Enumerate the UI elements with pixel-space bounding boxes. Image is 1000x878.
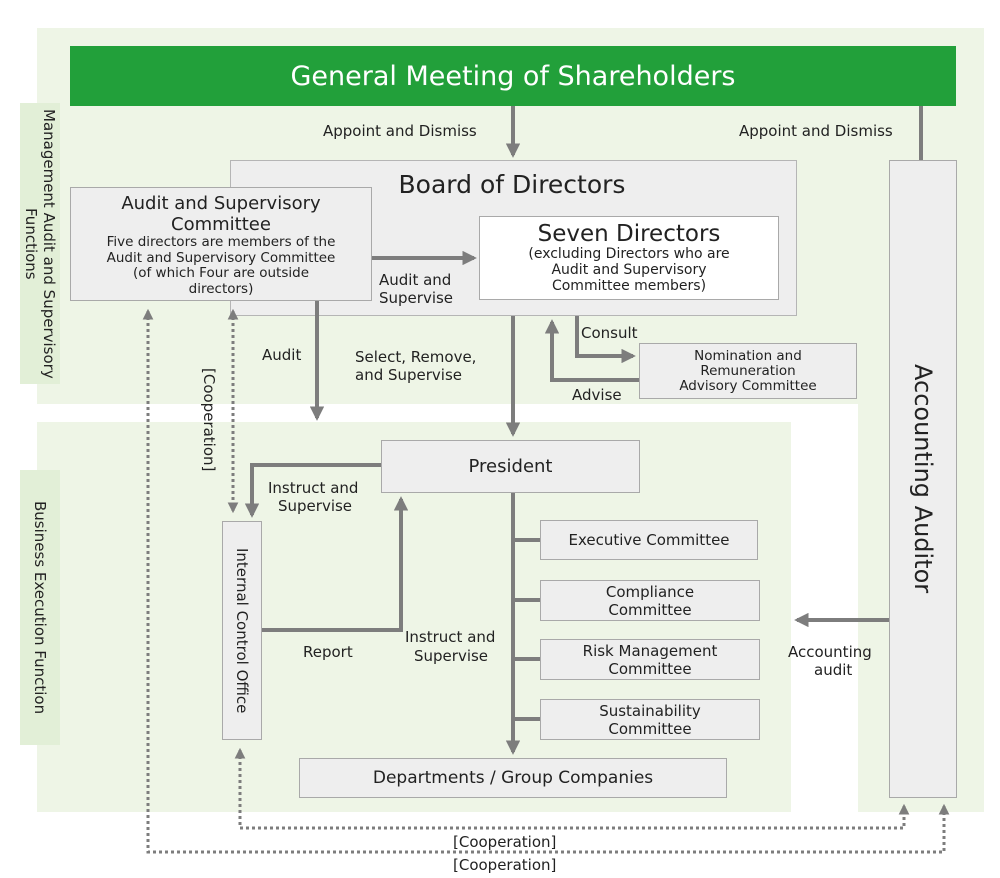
side-label-management: Management Audit and Supervisory Functio… — [20, 103, 60, 384]
cooperation-line-2 — [142, 308, 950, 854]
audit-committee-desc-4: directors) — [188, 280, 254, 297]
label-cooperation-vertical: [Cooperation] — [200, 368, 218, 472]
label-cooperation-2: [Cooperation] — [453, 856, 557, 874]
label-consult: Consult — [581, 324, 638, 342]
general-meeting-title: General Meeting of Shareholders — [290, 60, 736, 92]
label-audit-supervise-2: Supervise — [379, 289, 454, 307]
label-appoint-left: Appoint and Dismiss — [323, 122, 477, 140]
label-report: Report — [303, 643, 353, 661]
audit-committee-desc-3: (of which Four are outside — [132, 265, 310, 281]
label-audit: Audit — [262, 346, 302, 364]
cooperation-line-1 — [234, 747, 910, 830]
label-advise: Advise — [572, 386, 622, 404]
label-instruct-mid-2: Supervise — [414, 647, 489, 665]
audit-supervisory-committee-box: Audit and Supervisory Committee Five dir… — [70, 187, 372, 301]
seven-directors-desc-2: Audit and Supervisory — [551, 262, 707, 278]
side-label-business: Business Execution Function — [20, 470, 60, 745]
audit-committee-title-1: Audit and Supervisory — [121, 193, 321, 214]
label-select-remove-2: and Supervise — [355, 366, 463, 384]
seven-directors-box: Seven Directors (excluding Directors who… — [479, 216, 779, 300]
label-appoint-right: Appoint and Dismiss — [739, 122, 893, 140]
label-cooperation-1: [Cooperation] — [453, 833, 557, 851]
audit-committee-desc-2: Audit and Supervisory Committee — [106, 249, 336, 266]
label-instruct-top-1: Instruct and — [268, 479, 359, 497]
label-accounting-audit-2: audit — [814, 661, 853, 679]
seven-directors-desc-1: (excluding Directors who are — [528, 246, 730, 262]
audit-committee-title-2: Committee — [171, 214, 271, 235]
seven-directors-title: Seven Directors — [537, 221, 721, 247]
general-meeting-header: General Meeting of Shareholders — [70, 46, 956, 106]
label-accounting-audit-1: Accounting — [788, 643, 872, 661]
board-of-directors-title: Board of Directors — [398, 170, 626, 199]
label-select-remove-1: Select, Remove, — [355, 348, 477, 366]
seven-directors-desc-3: Committee members) — [551, 278, 707, 294]
audit-committee-desc-1: Five directors are members of the — [106, 234, 336, 250]
label-instruct-top-2: Supervise — [278, 497, 353, 515]
label-audit-supervise-1: Audit and — [379, 271, 452, 289]
label-instruct-mid-1: Instruct and — [405, 628, 496, 646]
arrow-report — [262, 496, 409, 632]
